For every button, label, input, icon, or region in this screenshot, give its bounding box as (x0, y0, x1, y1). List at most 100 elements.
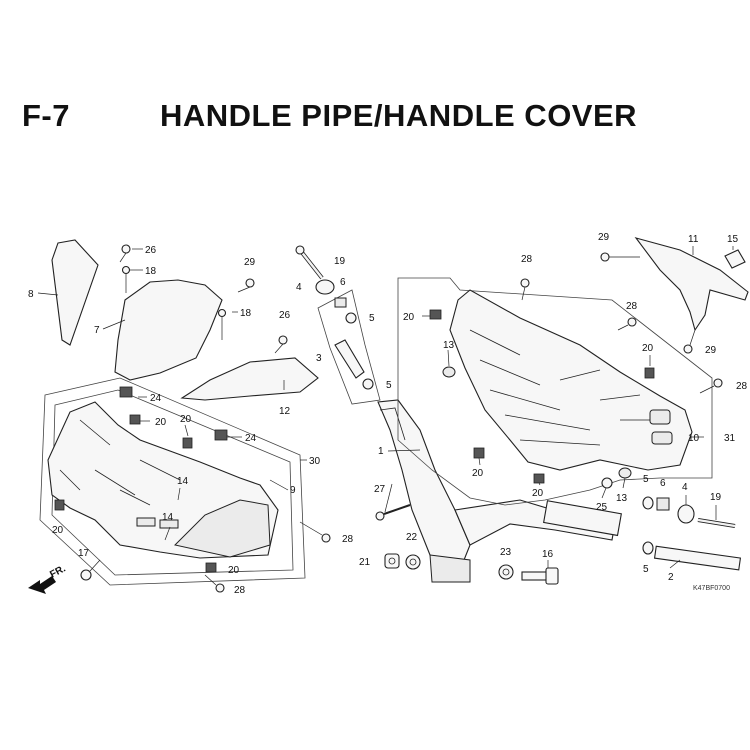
callout-19-b: 19 (710, 492, 722, 503)
screw-28-e (699, 378, 723, 394)
part-3-inner-weight (334, 339, 365, 379)
part-13-grommet-a (442, 366, 456, 378)
callout-5-a: 5 (369, 313, 375, 324)
part-7-upper-cover (114, 279, 223, 381)
callout-14-a: 14 (177, 476, 189, 487)
part-27-bolt (375, 504, 411, 521)
callout-19-a: 19 (334, 256, 346, 267)
callout-20-h: 20 (532, 488, 544, 499)
part-14-pad-a (136, 517, 156, 527)
callout-29-a: 29 (244, 257, 256, 268)
callout-26-b: 26 (279, 310, 291, 321)
part-10-opening-b (651, 431, 673, 445)
diagram-code: K47BF0700 (693, 585, 730, 592)
callout-13-b: 13 (616, 493, 628, 504)
callout-13-a: 13 (443, 340, 455, 351)
part-10-rear-cover (449, 289, 693, 471)
callout-31: 31 (724, 433, 736, 444)
callout-20-b: 20 (180, 414, 192, 425)
callout-4-a: 4 (296, 282, 302, 293)
handle-grip-right (543, 500, 622, 537)
clip-20-b (182, 437, 193, 449)
part-21-nut (384, 553, 400, 569)
callout-7: 7 (94, 325, 100, 336)
callout-22: 22 (406, 532, 418, 543)
part-19-bolt-left (295, 245, 324, 280)
callout-20-g: 20 (472, 468, 484, 479)
clip-20-d (205, 562, 217, 573)
part-8-side-fin (51, 239, 99, 346)
callout-6-b: 6 (660, 478, 666, 489)
callout-10: 10 (688, 433, 700, 444)
callout-30: 30 (309, 456, 321, 467)
callout-24-a: 24 (150, 393, 162, 404)
part-16-bolt (521, 567, 559, 585)
screw-29-a (237, 278, 255, 293)
part-5-rubber-left-b (362, 378, 374, 390)
callout-28-d: 28 (626, 301, 638, 312)
callout-20-d: 20 (228, 565, 240, 576)
callout-20-f: 20 (642, 343, 654, 354)
part-10-rib-detail (469, 329, 670, 446)
clip-20-h (533, 473, 545, 484)
clip-20-f (644, 367, 655, 379)
clip-24-b (214, 429, 228, 441)
callout-16: 16 (542, 549, 554, 560)
callout-23: 23 (500, 547, 512, 558)
clip-20-c (54, 499, 65, 511)
callout-12: 12 (279, 406, 291, 417)
front-arrow-label: FR. (48, 563, 68, 580)
callout-5-c: 5 (643, 474, 649, 485)
callout-28-b: 28 (234, 585, 246, 596)
part-12-wing-panel (180, 357, 319, 401)
callout-28-e: 28 (736, 381, 748, 392)
page-code: F-7 (22, 98, 70, 133)
part-9-detail-lines (59, 419, 181, 506)
page-title: HANDLE PIPE/HANDLE COVER (160, 98, 638, 133)
leader-lines-left (37, 248, 307, 541)
part-9-inner-panel (173, 499, 271, 558)
callout-17: 17 (78, 548, 90, 559)
callout-6-a: 6 (340, 277, 346, 288)
callout-28-a: 28 (342, 534, 354, 545)
clip-20-a (129, 414, 141, 425)
callout-24-b: 24 (245, 433, 257, 444)
callout-4-b: 4 (682, 482, 688, 493)
callout-2: 2 (668, 572, 674, 583)
callout-26-a: 26 (145, 245, 157, 256)
screw-17 (80, 559, 101, 581)
callout-14-b: 14 (162, 512, 174, 523)
screw-26-a (119, 244, 131, 263)
part-1-handle-pipe (377, 399, 622, 583)
callout-27: 27 (374, 484, 386, 495)
right-bar-end-set (642, 496, 742, 571)
callout-25: 25 (596, 502, 608, 513)
front-cover-inner-outline (51, 389, 294, 576)
part-5-rubber-left-a (345, 312, 357, 324)
screw-28-d (617, 317, 637, 331)
callout-20-e: 20 (403, 312, 415, 323)
screw-29-b (600, 252, 640, 262)
part-11-top-cover (634, 237, 749, 332)
clip-20-e (429, 309, 442, 320)
callout-29-c: 29 (705, 345, 717, 356)
part-10-opening-a (649, 409, 671, 425)
callout-20-a: 20 (155, 417, 167, 428)
front-direction-arrow (28, 576, 56, 594)
part-6-collar-left (334, 297, 347, 308)
callout-29-b: 29 (598, 232, 610, 243)
part-14-pad-b (159, 519, 179, 529)
callout-20-c: 20 (52, 525, 64, 536)
rear-cover-group-outline (397, 277, 713, 506)
callout-11: 11 (688, 234, 699, 245)
part-23-nut (498, 564, 514, 580)
callout-18-a: 18 (145, 266, 157, 277)
leader-lines-right (384, 246, 734, 569)
callout-9: 9 (290, 485, 296, 496)
screw-28-b (204, 574, 225, 593)
screw-29-c (683, 329, 696, 354)
part-4-bar-end-weight-left (315, 279, 335, 295)
part-25-bolt (601, 477, 613, 489)
front-cover-group-outline (39, 377, 306, 586)
